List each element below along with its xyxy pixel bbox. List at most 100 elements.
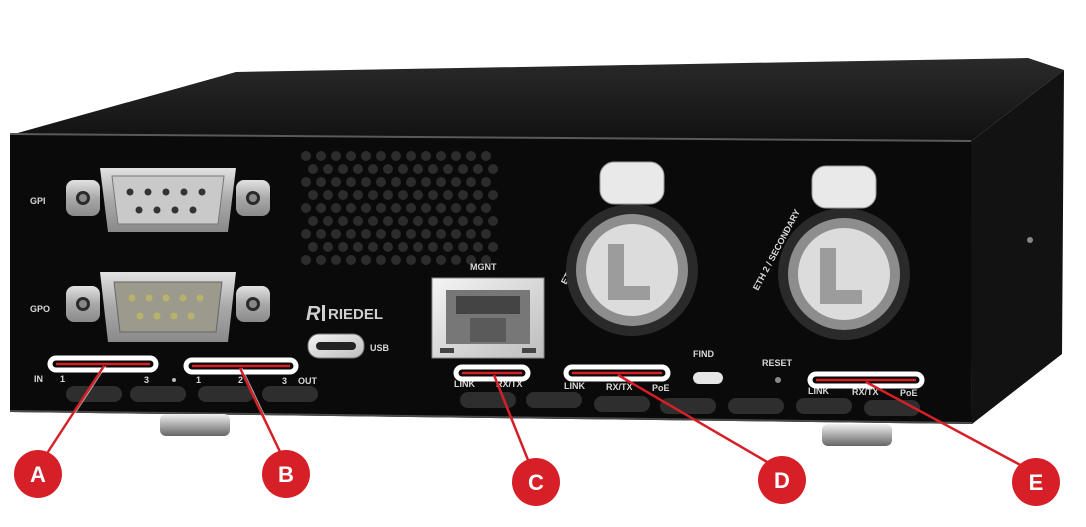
vent-hole: [308, 216, 318, 226]
vent-hole: [346, 177, 356, 187]
gpio-in-3: 3: [144, 375, 149, 385]
vent-hole: [413, 190, 423, 200]
vent-hole: [436, 151, 446, 161]
vent-hole: [458, 216, 468, 226]
vent-hole: [391, 255, 401, 265]
eth2-rxtx-label: RX/TX: [852, 387, 879, 397]
vent-hole: [331, 255, 341, 265]
vent-hole: [301, 255, 311, 265]
eth2-port[interactable]: [778, 165, 910, 340]
vent-hole: [406, 255, 416, 265]
gpio-out-3: 3: [282, 376, 287, 386]
vent-hole: [458, 164, 468, 174]
leader-e: [865, 380, 1027, 470]
leader-a: [42, 365, 106, 459]
leader-b: [238, 367, 285, 459]
vent-hole: [346, 255, 356, 265]
highlight-e: [807, 371, 925, 389]
vent-hole: [383, 242, 393, 252]
vent-hole: [398, 164, 408, 174]
vent-hole: [466, 203, 476, 213]
gpio-in-1: 1: [60, 374, 65, 384]
vent-hole: [398, 190, 408, 200]
vent-hole: [473, 190, 483, 200]
vent-hole: [458, 190, 468, 200]
svg-text:A: A: [30, 462, 46, 487]
foot-left: [160, 414, 230, 436]
vent-hole: [421, 151, 431, 161]
vent-hole: [398, 242, 408, 252]
vent-hole: [406, 203, 416, 213]
vent-hole: [466, 255, 476, 265]
vent-hole: [473, 242, 483, 252]
vent-hole: [421, 229, 431, 239]
vent-hole: [473, 164, 483, 174]
vent-grille: [301, 151, 498, 265]
vent-hole: [481, 151, 491, 161]
vent-hole: [488, 164, 498, 174]
vent-hole: [466, 229, 476, 239]
vent-hole: [436, 177, 446, 187]
vent-hole: [338, 242, 348, 252]
gpo-connector[interactable]: [66, 272, 270, 342]
vent-hole: [406, 151, 416, 161]
vent-hole: [368, 242, 378, 252]
vent-hole: [391, 151, 401, 161]
chassis-top: [14, 58, 1064, 142]
led-bar-row: [66, 386, 920, 416]
vent-hole: [443, 242, 453, 252]
leader-c: [492, 374, 534, 471]
vent-hole: [346, 203, 356, 213]
vent-hole: [331, 151, 341, 161]
find-button[interactable]: [693, 372, 723, 384]
eth1-port[interactable]: [566, 161, 698, 336]
mgnt-port[interactable]: [431, 277, 545, 359]
vent-hole: [451, 203, 461, 213]
vent-hole: [481, 229, 491, 239]
vent-hole: [413, 216, 423, 226]
vent-hole: [331, 229, 341, 239]
vent-hole: [323, 216, 333, 226]
reset-button[interactable]: [775, 377, 781, 383]
vent-hole: [466, 151, 476, 161]
vent-hole: [346, 229, 356, 239]
vent-hole: [383, 190, 393, 200]
vent-hole: [428, 216, 438, 226]
vent-hole: [331, 177, 341, 187]
gpo-label: GPO: [30, 304, 50, 314]
eth2-link-label: LINK: [808, 386, 829, 396]
vent-hole: [451, 177, 461, 187]
vent-hole: [481, 203, 491, 213]
vent-hole: [308, 242, 318, 252]
vent-hole: [421, 203, 431, 213]
vent-hole: [376, 151, 386, 161]
vent-hole: [361, 203, 371, 213]
vent-hole: [406, 229, 416, 239]
vent-hole: [488, 190, 498, 200]
vent-hole: [338, 164, 348, 174]
vent-hole: [428, 190, 438, 200]
vent-hole: [428, 242, 438, 252]
gpio-out-label: OUT: [298, 376, 318, 386]
vent-hole: [338, 190, 348, 200]
vent-hole: [421, 177, 431, 187]
gpi-label: GPI: [30, 196, 46, 206]
vent-hole: [346, 151, 356, 161]
eth1-poe-label: PoE: [652, 383, 670, 393]
svg-text:R: R: [306, 303, 321, 325]
find-label: FIND: [693, 349, 714, 359]
callout-e: E: [1012, 458, 1060, 506]
vent-hole: [353, 190, 363, 200]
vent-hole: [383, 164, 393, 174]
vent-hole: [391, 203, 401, 213]
gpi-connector[interactable]: [66, 168, 270, 232]
gpio-out-2: 2: [238, 375, 243, 385]
vent-hole: [488, 242, 498, 252]
vent-hole: [301, 177, 311, 187]
svg-text:B: B: [278, 462, 294, 487]
vent-hole: [488, 216, 498, 226]
vent-hole: [398, 216, 408, 226]
vent-hole: [458, 242, 468, 252]
vent-hole: [316, 255, 326, 265]
